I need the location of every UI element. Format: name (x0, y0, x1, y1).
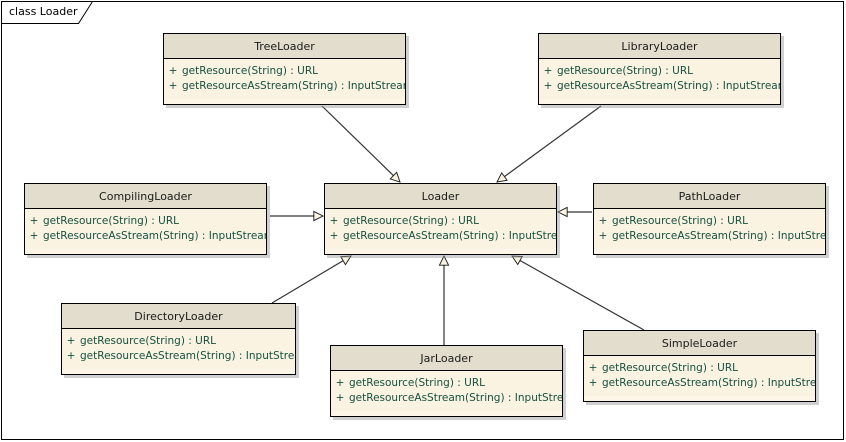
member-signature: getResourceAsStream(String) : InputStrea… (80, 350, 295, 362)
connector-treeloader-loader (321, 105, 400, 182)
connector-directoryloader-loader (271, 256, 351, 304)
class-title-loader: Loader (325, 184, 556, 209)
visibility-marker: + (588, 377, 598, 389)
member-signature: getResource(String) : URL (80, 335, 216, 347)
uml-class-simpleloader[interactable]: SimpleLoader + getResource(String) : URL… (583, 330, 816, 402)
class-member: + getResourceAsStream(String) : InputStr… (62, 349, 295, 364)
visibility-marker: + (168, 80, 178, 92)
class-members-pathloader: + getResource(String) : URL + getResourc… (594, 209, 825, 249)
class-member: + getResourceAsStream(String) : InputStr… (164, 79, 405, 94)
uml-class-compilingloader[interactable]: CompilingLoader + getResource(String) : … (24, 183, 267, 255)
member-signature: getResourceAsStream(String) : InputStrea… (602, 377, 815, 389)
member-signature: getResourceAsStream(String) : InputStrea… (349, 392, 562, 404)
member-signature: getResourceAsStream(String) : InputStrea… (43, 230, 266, 242)
class-members-loader: + getResource(String) : URL + getResourc… (325, 209, 556, 249)
class-member: + getResource(String) : URL (62, 334, 295, 349)
visibility-marker: + (66, 335, 76, 347)
class-member: + getResourceAsStream(String) : InputStr… (539, 79, 780, 94)
visibility-marker: + (29, 230, 39, 242)
class-title-treeloader: TreeLoader (164, 34, 405, 59)
class-member: + getResource(String) : URL (25, 214, 266, 229)
visibility-marker: + (329, 215, 339, 227)
member-signature: getResourceAsStream(String) : InputStrea… (343, 230, 556, 242)
class-member: + getResource(String) : URL (164, 64, 405, 79)
class-member: + getResource(String) : URL (331, 376, 562, 391)
visibility-marker: + (335, 392, 345, 404)
class-member: + getResourceAsStream(String) : InputStr… (594, 229, 825, 244)
visibility-marker: + (543, 80, 553, 92)
member-signature: getResource(String) : URL (343, 215, 479, 227)
class-members-directoryloader: + getResource(String) : URL + getResourc… (62, 329, 295, 369)
class-member: + getResource(String) : URL (539, 64, 780, 79)
member-signature: getResourceAsStream(String) : InputStrea… (612, 230, 825, 242)
member-signature: getResourceAsStream(String) : InputStrea… (557, 80, 780, 92)
class-title-pathloader: PathLoader (594, 184, 825, 209)
class-title-simpleloader: SimpleLoader (584, 331, 815, 356)
visibility-marker: + (598, 215, 608, 227)
member-signature: getResource(String) : URL (602, 362, 738, 374)
class-member: + getResource(String) : URL (584, 361, 815, 376)
class-members-compilingloader: + getResource(String) : URL + getResourc… (25, 209, 266, 249)
class-title-jarloader: JarLoader (331, 346, 562, 371)
class-members-treeloader: + getResource(String) : URL + getResourc… (164, 59, 405, 99)
member-signature: getResourceAsStream(String) : InputStrea… (182, 80, 405, 92)
visibility-marker: + (598, 230, 608, 242)
visibility-marker: + (29, 215, 39, 227)
diagram-frame-label: class Loader (9, 5, 78, 18)
visibility-marker: + (168, 65, 178, 77)
member-signature: getResource(String) : URL (182, 65, 318, 77)
member-signature: getResource(String) : URL (43, 215, 179, 227)
class-member: + getResource(String) : URL (594, 214, 825, 229)
visibility-marker: + (329, 230, 339, 242)
class-member: + getResourceAsStream(String) : InputStr… (25, 229, 266, 244)
visibility-marker: + (588, 362, 598, 374)
class-member: + getResource(String) : URL (325, 214, 556, 229)
class-members-jarloader: + getResource(String) : URL + getResourc… (331, 371, 562, 411)
class-title-compilingloader: CompilingLoader (25, 184, 266, 209)
uml-class-directoryloader[interactable]: DirectoryLoader + getResource(String) : … (61, 303, 296, 375)
connector-libraryloader-loader (497, 105, 602, 182)
class-title-libraryloader: LibraryLoader (539, 34, 780, 59)
connector-simpleloader-loader (512, 255, 645, 331)
diagram-frame-tab: class Loader (1, 1, 93, 24)
uml-class-libraryloader[interactable]: LibraryLoader + getResource(String) : UR… (538, 33, 781, 105)
class-member: + getResourceAsStream(String) : InputStr… (331, 391, 562, 406)
visibility-marker: + (66, 350, 76, 362)
visibility-marker: + (335, 377, 345, 389)
uml-class-treeloader[interactable]: TreeLoader + getResource(String) : URL +… (163, 33, 406, 105)
visibility-marker: + (543, 65, 553, 77)
class-members-libraryloader: + getResource(String) : URL + getResourc… (539, 59, 780, 99)
member-signature: getResource(String) : URL (612, 215, 748, 227)
class-member: + getResourceAsStream(String) : InputStr… (584, 376, 815, 391)
uml-class-loader[interactable]: Loader + getResource(String) : URL + get… (324, 183, 557, 255)
member-signature: getResource(String) : URL (557, 65, 693, 77)
class-member: + getResourceAsStream(String) : InputStr… (325, 229, 556, 244)
member-signature: getResource(String) : URL (349, 377, 485, 389)
uml-class-jarloader[interactable]: JarLoader + getResource(String) : URL + … (330, 345, 563, 417)
class-members-simpleloader: + getResource(String) : URL + getResourc… (584, 356, 815, 396)
class-title-directoryloader: DirectoryLoader (62, 304, 295, 329)
uml-class-pathloader[interactable]: PathLoader + getResource(String) : URL +… (593, 183, 826, 255)
